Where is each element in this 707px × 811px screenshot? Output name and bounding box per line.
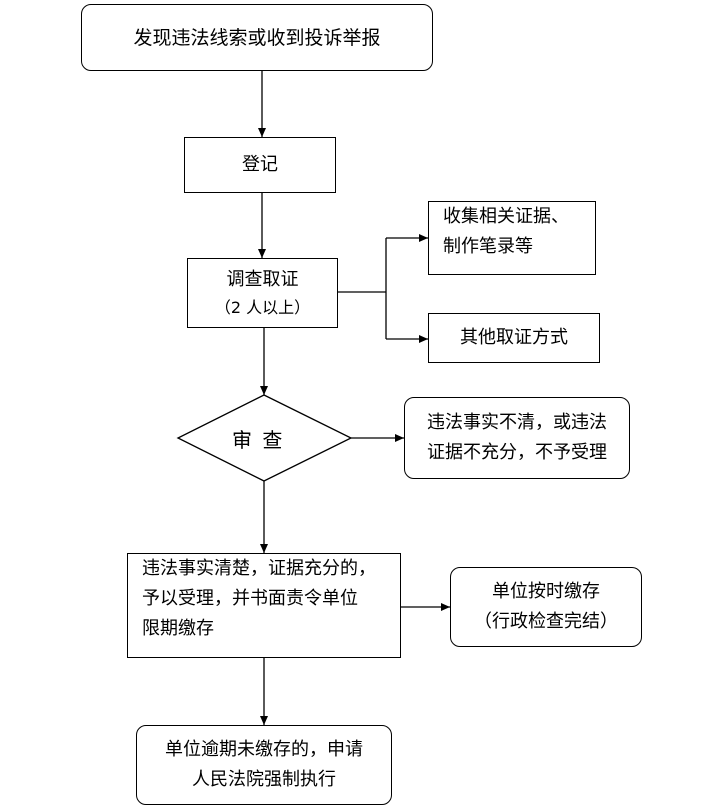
overdue-line-1: 单位逾期未缴存的，申请 — [165, 739, 363, 760]
investigate-node: 调查取证 （2 人以上） — [187, 258, 338, 328]
overdue-line-2: 人民法院强制执行 — [192, 769, 336, 790]
overdue-node: 单位逾期未缴存的，申请 人民法院强制执行 — [136, 725, 392, 805]
other-methods-node: 其他取证方式 — [428, 313, 600, 363]
collect-line-2: 制作笔录等 — [443, 236, 533, 257]
register-label: 登记 — [242, 154, 278, 175]
other-methods-label: 其他取证方式 — [460, 327, 568, 348]
accept-line-2: 予以受理，并书面责令单位 — [142, 588, 358, 609]
accept-line-3: 限期缴存 — [142, 618, 214, 639]
ontime-node: 单位按时缴存 （行政检查完结） — [450, 567, 642, 647]
collect-line-1: 收集相关证据、 — [443, 206, 569, 227]
ontime-line-2: （行政检查完结） — [474, 611, 618, 632]
reject-node: 违法事实不清，或违法 证据不充分，不予受理 — [404, 397, 630, 479]
accept-line-1: 违法事实清楚，证据充分的， — [142, 558, 376, 579]
collect-node: 收集相关证据、 制作笔录等 — [428, 201, 596, 275]
reject-line-1: 违法事实不清，或违法 — [427, 412, 607, 433]
reject-line-2: 证据不充分，不予受理 — [427, 442, 607, 463]
start-node: 发现违法线索或收到投诉举报 — [81, 4, 433, 71]
accept-node: 违法事实清楚，证据充分的， 予以受理，并书面责令单位 限期缴存 — [127, 553, 401, 658]
investigate-label: 调查取证 — [226, 269, 299, 290]
ontime-line-1: 单位按时缴存 — [492, 581, 600, 602]
start-label: 发现违法线索或收到投诉举报 — [133, 26, 381, 49]
review-label: 审 查 — [232, 428, 285, 452]
investigate-note: （2 人以上） — [214, 298, 311, 317]
register-node: 登记 — [184, 137, 336, 193]
